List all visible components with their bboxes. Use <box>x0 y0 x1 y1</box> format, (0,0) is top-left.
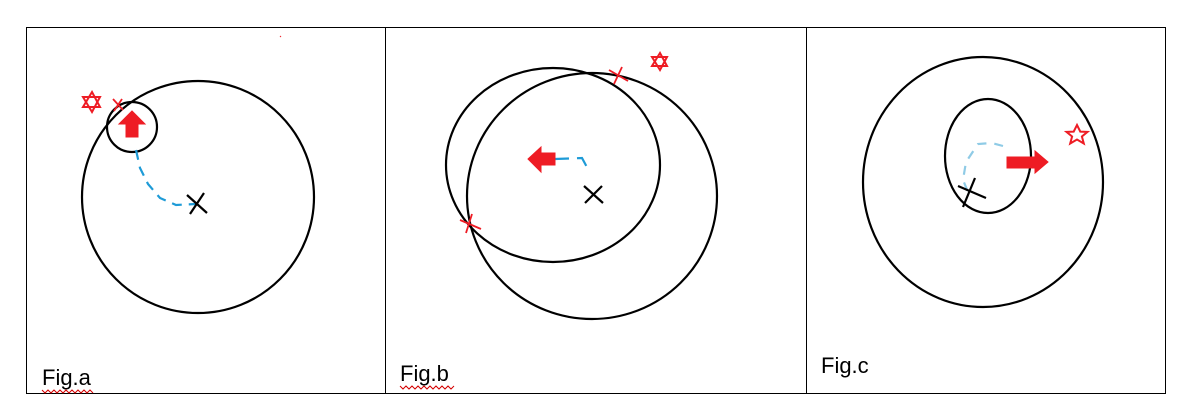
panel-grid <box>26 27 1166 394</box>
five-point-star-icon <box>1063 122 1091 146</box>
path-dashes <box>134 149 197 207</box>
right-circle <box>465 71 719 321</box>
arrow-up-icon <box>117 110 147 138</box>
center-cross <box>957 177 987 208</box>
path-dashes <box>554 156 590 172</box>
path-dashes <box>961 141 1004 193</box>
intersection-mark <box>112 98 124 112</box>
center-cross <box>186 192 208 215</box>
panel-fig-b: Fig.b <box>399 50 719 390</box>
small-circle <box>943 97 1033 215</box>
large-circle <box>80 79 316 315</box>
left-circle <box>444 66 662 264</box>
spellcheck-underline <box>399 385 455 390</box>
six-point-star-icon <box>81 89 102 115</box>
fig-label: Fig.c <box>821 353 869 378</box>
spellcheck-underline <box>41 389 94 394</box>
panel-fig-c: Fig.c <box>821 55 1105 378</box>
intersection-mark-top <box>608 66 629 85</box>
intersection-mark-bottom <box>459 213 482 234</box>
large-circle <box>861 55 1105 309</box>
arrow-left-icon <box>527 145 556 174</box>
center-cross <box>583 185 604 204</box>
panel-fig-a: Fig.a <box>41 35 316 394</box>
six-point-star-icon <box>650 50 669 73</box>
panel-border <box>26 27 1166 394</box>
stray-mark <box>279 35 282 38</box>
fig-label: Fig.a <box>42 365 92 390</box>
arrow-right-icon <box>1006 149 1049 175</box>
fig-label: Fig.b <box>400 361 449 386</box>
small-circle <box>105 100 159 154</box>
